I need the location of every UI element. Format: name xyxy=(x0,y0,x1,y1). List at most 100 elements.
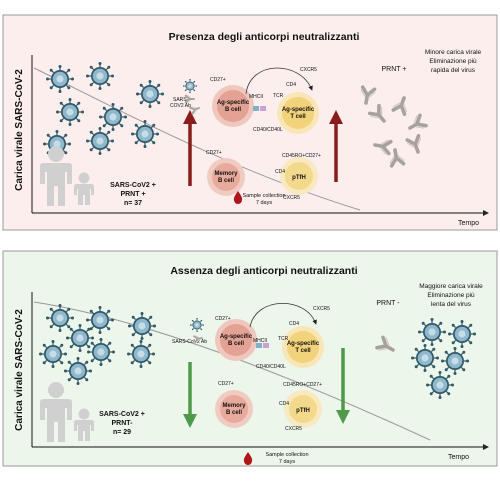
virus-icon xyxy=(447,319,477,349)
bottom-mhc-label: MHCII xyxy=(253,338,267,344)
bottom-small-virus xyxy=(189,317,205,333)
top-ptfh-label: pTfH xyxy=(292,175,306,181)
bottom-result-line2: Eliminazione più xyxy=(427,292,475,299)
top-x-axis-label: Tempo xyxy=(458,220,479,227)
bottom-ptfh-cell xyxy=(289,395,317,423)
top-ptfh-cell xyxy=(285,162,313,190)
top-ag-b-label-2: B cell xyxy=(225,107,241,113)
bottom-ag-t-cell xyxy=(287,331,319,363)
bottom-ag-t-label-1: Ag-specific xyxy=(287,341,320,347)
bottom-panel: Assenza degli anticorpi neutralizzanti C… xyxy=(2,250,498,467)
bottom-antibody-label: SARS-CoV2 Ab xyxy=(172,339,207,345)
bottom-ag-t-label-2: T cell xyxy=(295,348,311,354)
virus-icon xyxy=(85,305,115,335)
virus-icon xyxy=(85,126,115,156)
bottom-ag-b-label-2: B cell xyxy=(228,341,244,347)
top-up-arrow-left-head xyxy=(183,110,197,124)
bottom-cd4-label: CD4 xyxy=(289,321,299,327)
top-ag-b-cell xyxy=(217,90,249,122)
bottom-patient-group: SARS-CoV2 + xyxy=(99,411,145,418)
bottom-tcr-label: TCR xyxy=(278,336,289,342)
top-patient-group: SARS-CoV2 + xyxy=(110,182,156,189)
virus-icon xyxy=(45,303,75,333)
top-sample-line1: Sample collection xyxy=(242,193,285,199)
top-patient-count: n= 37 xyxy=(124,200,142,207)
bottom-title: Assenza degli anticorpi neutralizzanti xyxy=(170,265,357,277)
bottom-mem-label-1: Memory xyxy=(222,403,246,409)
top-cd45-label: CD45RO+CD27+ xyxy=(282,153,321,159)
bottom-mhc-tcr-synapse xyxy=(256,343,262,348)
bottom-x-axis-label: Tempo xyxy=(448,454,469,461)
top-cd4-ptfh-label: CD4 xyxy=(275,169,285,175)
bottom-patient-prnt: PRNT- xyxy=(112,420,134,427)
bottom-cxcr5-label: CXCR5 xyxy=(313,306,330,312)
top-cxcr5-label: CXCR5 xyxy=(300,67,317,73)
top-small-virus xyxy=(182,78,198,94)
virus-icon xyxy=(55,97,85,127)
top-y-axis-label: Carica virale SARS-CoV-2 xyxy=(14,69,25,191)
top-ag-t-cell xyxy=(282,97,314,129)
bottom-cd27-label: CD27+ xyxy=(215,316,231,322)
virus-icon xyxy=(63,356,93,386)
bottom-tcr-receptor xyxy=(263,343,269,348)
virus-icon xyxy=(127,311,157,341)
virus-icon xyxy=(45,64,75,94)
top-result-line2: Eliminazione più xyxy=(429,58,477,65)
virus-icon xyxy=(98,102,128,132)
virus-icon xyxy=(65,323,95,353)
top-title: Presenza degli anticorpi neutralizzanti xyxy=(169,31,360,43)
bottom-ag-b-label-1: Ag-specific xyxy=(220,334,253,340)
virus-icon xyxy=(440,346,470,376)
bottom-prnt-label: PRNT - xyxy=(376,300,400,307)
virus-icon xyxy=(425,370,455,400)
top-interaction-arc xyxy=(245,67,313,95)
top-mhc-tcr-synapse xyxy=(253,106,259,111)
top-memory-b-cell xyxy=(212,163,240,191)
top-tcr-receptor xyxy=(260,106,266,111)
bottom-interaction-arc xyxy=(249,303,317,328)
top-viral-load-curve xyxy=(33,67,361,211)
bottom-cd27-memory-label: CD27+ xyxy=(218,381,234,387)
bottom-cd4-ptfh-label: CD4 xyxy=(279,401,289,407)
virus-icon xyxy=(38,339,68,369)
bottom-cd40-label: CD40/CD40L xyxy=(256,364,286,370)
bottom-cxcr5-ptfh-label: CXCR5 xyxy=(285,426,302,432)
top-prnt-label: PRNT + xyxy=(382,66,407,73)
top-ag-b-label-1: Ag-specific xyxy=(217,100,250,106)
bottom-mem-label-2: B cell xyxy=(226,410,242,416)
top-cxcr5-ptfh-label: CXCR5 xyxy=(283,195,300,201)
bottom-cd45-label: CD45RO+CD27+ xyxy=(283,382,322,388)
virus-icon xyxy=(189,317,205,333)
top-ag-t-label-2: T cell xyxy=(290,114,306,120)
top-result-line1: Minore carica virale xyxy=(425,49,482,56)
bottom-ptfh-label: pTfH xyxy=(296,408,310,414)
virus-icon xyxy=(130,119,160,149)
top-mem-label-1: Memory xyxy=(214,171,238,177)
bottom-patient-count: n= 29 xyxy=(113,429,131,436)
virus-icon xyxy=(85,61,115,91)
top-mem-label-2: B cell xyxy=(218,178,234,184)
virus-icon xyxy=(182,78,198,94)
top-antibody-label-2: COV2 Ab xyxy=(170,103,191,109)
bottom-result-line3: lenta del virus xyxy=(431,301,472,308)
bottom-down-arrow-left-head xyxy=(183,414,197,428)
top-patient-prnt: PRNT + xyxy=(120,191,145,198)
top-cd4-label: CD4 xyxy=(286,82,296,88)
bottom-sample-line1: Sample collection xyxy=(265,452,308,458)
top-tcr-label: TCR xyxy=(273,93,284,99)
virus-icon xyxy=(410,343,440,373)
top-sample-line2: 7 days xyxy=(256,200,272,206)
bottom-sample-line2: 7 days xyxy=(279,459,295,465)
virus-icon xyxy=(135,79,165,109)
top-cd40-label: CD40/CD40L xyxy=(253,127,283,133)
bottom-down-arrow-right-head xyxy=(336,410,350,424)
top-antibody-label-1: SARS- xyxy=(173,97,189,103)
top-mhc-label: MHCII xyxy=(249,94,263,100)
top-cd27-label: CD27+ xyxy=(210,77,226,83)
virus-icon xyxy=(126,339,156,369)
top-cd27-memory-label: CD27+ xyxy=(206,150,222,156)
top-result-line3: rapida del virus xyxy=(431,67,476,74)
bottom-ag-b-cell xyxy=(220,324,252,356)
bottom-memory-b-cell xyxy=(220,395,248,423)
